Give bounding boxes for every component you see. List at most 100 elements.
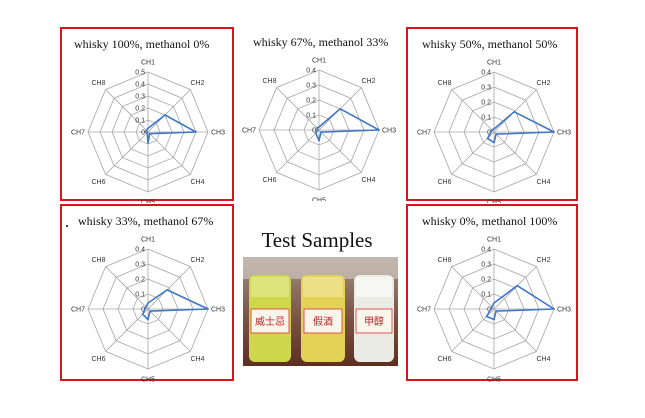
data-point [315, 132, 317, 134]
axis-label: CH8 [262, 78, 276, 85]
axis-label: CH7 [417, 130, 431, 137]
vial-label-1: 威士忌 [255, 315, 285, 328]
data-point [164, 114, 166, 116]
chart-title: whisky 67%, methanol 33% [253, 35, 389, 49]
axis-label: CH4 [536, 179, 550, 186]
axis-label: CH5 [312, 198, 326, 202]
tick-label: 0.2 [481, 277, 491, 284]
axis-label: CH7 [417, 307, 431, 314]
data-point [485, 315, 488, 318]
data-point [145, 306, 147, 308]
axis-label: CH3 [382, 128, 396, 135]
chart-title: whisky 50%, methanol 50% [422, 37, 558, 51]
data-point [320, 131, 322, 133]
data-point [148, 132, 151, 135]
axis-label: CH2 [190, 80, 204, 87]
tick-label: 0 [312, 128, 316, 135]
data-point [316, 129, 319, 131]
axis-label: CH4 [190, 179, 204, 186]
spoke [318, 129, 362, 173]
data-point [147, 142, 149, 144]
data-point [495, 133, 497, 135]
spoke [147, 131, 191, 175]
spoke [451, 131, 495, 175]
spoke [105, 131, 149, 175]
tick-label: 0.1 [481, 292, 491, 299]
spoke [276, 87, 320, 131]
spoke [147, 308, 191, 352]
axis-label: CH2 [536, 257, 550, 264]
spoke [493, 89, 537, 133]
axis-label: CH5 [487, 200, 501, 204]
stray-mark [66, 225, 68, 227]
data-point [144, 308, 146, 310]
axis-label: CH3 [557, 307, 571, 314]
axis-label: CH2 [536, 80, 550, 87]
axis-label: CH1 [487, 237, 501, 244]
chart-title: whisky 33%, methanol 67% [78, 214, 214, 228]
data-point [207, 308, 209, 310]
tick-label: 0 [487, 307, 491, 314]
spoke [105, 266, 149, 310]
vial-label-3: 甲醇 [364, 315, 384, 328]
data-point [486, 137, 489, 140]
tick-label: 0 [141, 130, 145, 137]
tick-label: 0.4 [306, 68, 316, 75]
tick-label: 0.4 [135, 82, 145, 89]
data-point [149, 310, 151, 312]
spoke [493, 308, 537, 352]
axis-label: CH6 [262, 177, 276, 184]
data-point [195, 131, 197, 133]
axis-label: CH2 [361, 78, 375, 85]
data-point [166, 289, 168, 291]
tick-label: 0.1 [135, 292, 145, 299]
axis-label: CH4 [190, 356, 204, 363]
axis-label: CH6 [437, 179, 451, 186]
tick-label: 0.1 [481, 115, 491, 122]
axis-label: CH7 [242, 128, 256, 135]
axis-label: CH7 [71, 130, 85, 137]
data-point [147, 302, 149, 304]
axis-label: CH3 [211, 307, 225, 314]
data-point [553, 131, 555, 133]
axis-label: CH1 [141, 60, 155, 67]
tick-label: 0.4 [135, 247, 145, 254]
data-point [493, 128, 495, 130]
data-point [493, 318, 495, 321]
axis-label: CH8 [91, 80, 105, 87]
data-point [495, 310, 497, 312]
axis-label: CH5 [141, 377, 155, 384]
axis-label: CH8 [437, 80, 451, 87]
spoke [276, 129, 320, 173]
data-point [318, 126, 320, 128]
chart-title: whisky 0%, methanol 100% [422, 214, 558, 228]
spoke [105, 308, 149, 352]
spoke [493, 131, 537, 175]
spoke [451, 89, 495, 133]
data-point [141, 313, 144, 316]
tick-label: 0.1 [135, 118, 145, 125]
data-point [316, 127, 318, 129]
axis-label: CH2 [190, 257, 204, 264]
data-point [491, 129, 493, 131]
data-point [513, 111, 515, 113]
spoke [451, 266, 495, 310]
chart-title: whisky 100%, methanol 0% [74, 37, 210, 51]
sample-vials-photo: 威士忌 假酒 甲醇 [243, 257, 398, 366]
center-title: Test Samples [261, 228, 373, 252]
axis-label: CH6 [437, 356, 451, 363]
axis-label: CH3 [211, 130, 225, 137]
tick-label: 0.5 [135, 70, 145, 77]
tick-label: 0 [487, 130, 491, 137]
tick-label: 0.2 [135, 106, 145, 113]
tick-label: 0.3 [481, 262, 491, 269]
tick-label: 0 [141, 307, 145, 314]
axis-label: CH3 [557, 130, 571, 137]
